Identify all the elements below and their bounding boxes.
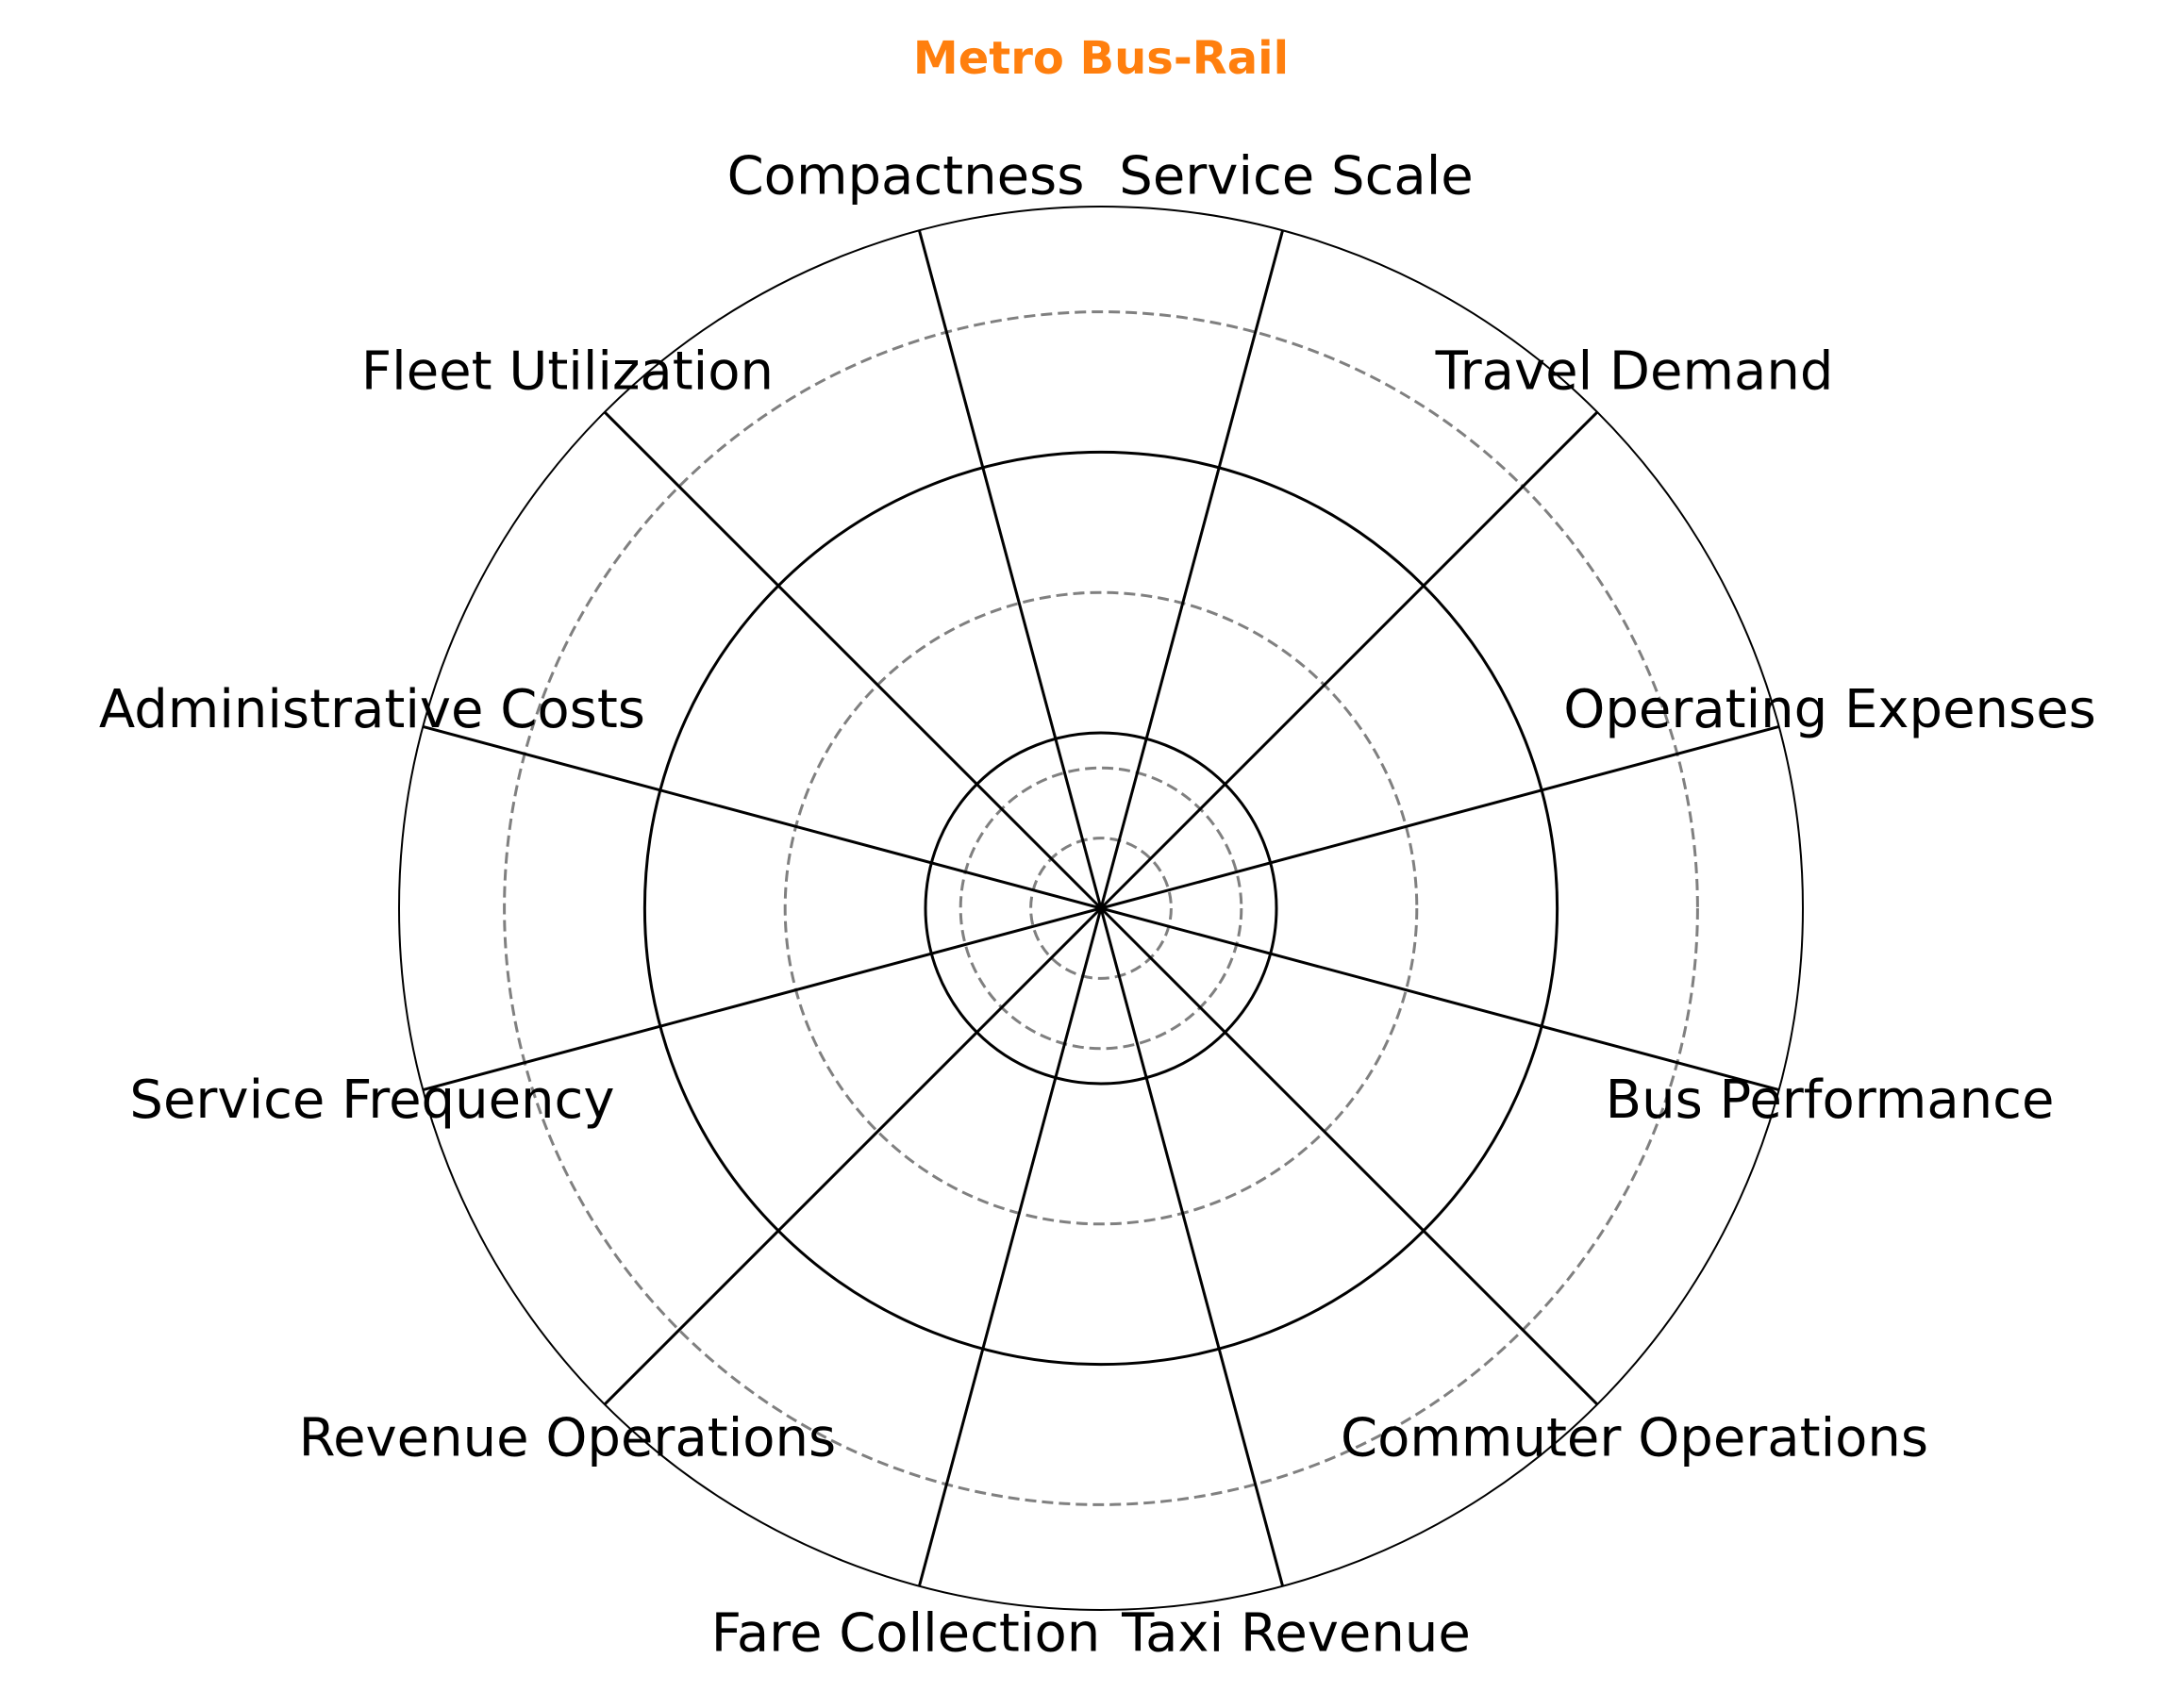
chart-title: Metro Bus-Rail <box>913 32 1289 85</box>
dashed-reference-circle <box>783 590 1419 1226</box>
spoke-line <box>422 724 1102 910</box>
solid-reference-circle <box>642 450 1559 1367</box>
spoke-line <box>1100 906 1780 1092</box>
spoke-line <box>1099 906 1599 1406</box>
category-label: Operating Expenses <box>1563 679 2096 740</box>
category-label: Commuter Operations <box>1341 1408 1928 1469</box>
reference-circles <box>398 206 1804 1611</box>
solid-reference-circle <box>924 731 1278 1086</box>
category-label: Fleet Utilization <box>361 341 774 403</box>
outer-boundary-circle <box>398 206 1804 1611</box>
spoke-line <box>422 906 1102 1092</box>
category-label: Revenue Operations <box>299 1408 837 1469</box>
dashed-reference-circle <box>503 310 1699 1506</box>
spoke-line <box>1099 410 1599 910</box>
spoke-line <box>1100 724 1780 910</box>
dashed-reference-circle <box>1029 837 1173 980</box>
category-label: Travel Demand <box>1435 341 1834 403</box>
spokes <box>422 229 1780 1587</box>
category-label: Administrative Costs <box>99 679 645 740</box>
category-label: Service Frequency <box>129 1070 614 1131</box>
category-label: Compactness <box>727 146 1085 207</box>
spoke-line <box>1099 229 1285 909</box>
spoke-line <box>917 907 1103 1587</box>
category-label: Fare Collection <box>711 1603 1100 1665</box>
category-label: Bus Performance <box>1606 1070 2055 1131</box>
dashed-reference-circle <box>959 766 1243 1051</box>
spoke-line <box>1099 907 1285 1587</box>
spoke-line <box>603 410 1103 910</box>
category-label: Service Scale <box>1119 146 1473 207</box>
spoke-line <box>917 229 1103 909</box>
spoke-line <box>603 906 1103 1406</box>
category-label: Taxi Revenue <box>1121 1603 1471 1665</box>
